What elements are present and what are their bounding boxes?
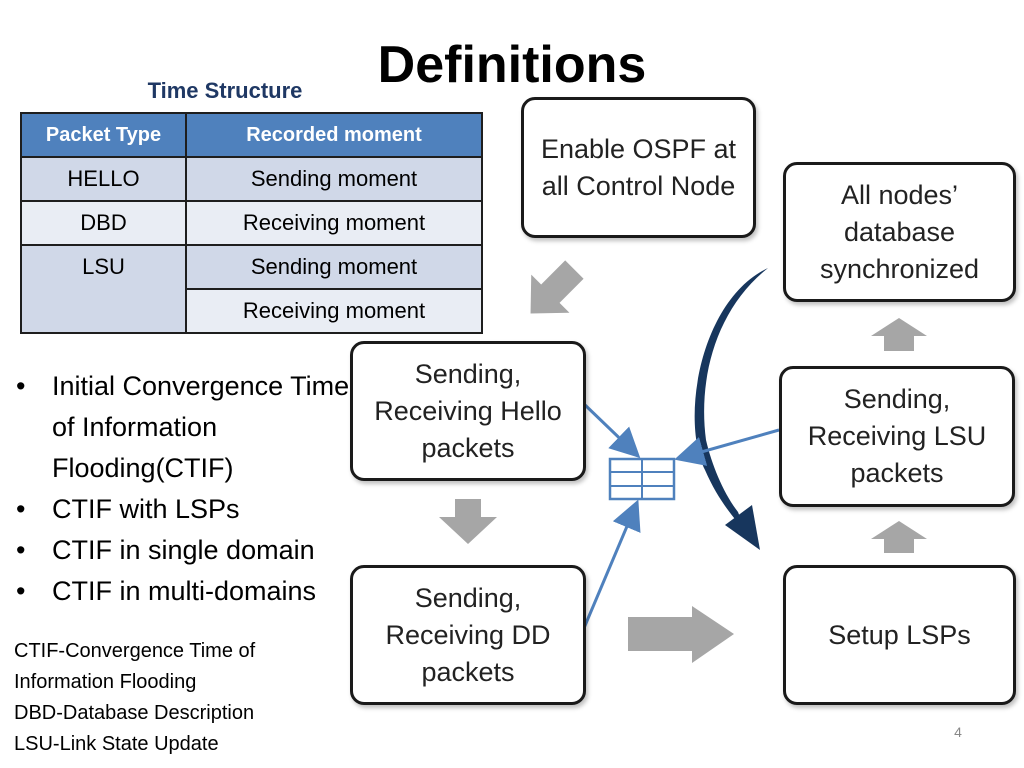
header-packet-type: Packet Type [20,112,187,158]
cell-packet-type: LSU [20,244,187,334]
bullet-item: Initial Convergence Time of Information … [14,366,362,489]
cell-packet-type: HELLO [20,156,187,202]
table-row: LSU Sending moment [20,244,483,334]
footnote: LSU-Link State Update [14,733,219,755]
cell-packet-type: DBD [20,200,187,246]
table-row: HELLO Sending moment [20,156,483,202]
page-number: 4 [954,724,962,740]
footnote: DBD-Database Description [14,702,255,724]
cell-recorded-moment: Receiving moment [185,200,483,246]
block-arrow-lsu-to-synced [871,318,927,351]
curved-arrow-synced-to-setup [694,268,768,550]
block-arrow-dd-to-setup [628,606,734,663]
cell-recorded-moment: Sending moment [185,156,483,202]
cell-recorded-moment: Receiving moment [185,288,483,334]
block-arrow-setup-to-lsu [871,521,927,553]
node-label: Enable OSPF at all Control Node [540,133,737,201]
node-lsu-packets: Sending, Receiving LSU packets [779,366,1015,507]
node-enable-ospf: Enable OSPF at all Control Node [521,97,756,238]
connector-dd-to-db [582,499,641,629]
node-setup-lsps: Setup LSPs [783,565,1016,705]
bullet-item: CTIF in multi-domains [14,571,374,612]
bullet-item: CTIF in single domain [14,530,374,571]
table-row: Receiving moment [21,288,483,334]
footnote: CTIF-Convergence Time of Information Flo… [14,640,256,693]
node-database-synchronized: All nodes’ database synchronized [783,162,1016,302]
bullet-list: Initial Convergence Time of Information … [14,366,374,612]
slide-title: Definitions [377,36,647,94]
footnotes: CTIF-Convergence Time of Information Flo… [14,636,344,760]
node-label: Sending, Receiving DD packets [385,582,551,687]
node-label: Sending, Receiving LSU packets [807,384,987,488]
node-label: Setup LSPs [828,619,971,650]
node-label: All nodes’ database synchronized [819,179,980,284]
node-dd-packets: Sending, Receiving DD packets [350,565,586,705]
block-arrow-enable-to-hello [530,260,584,314]
table-header-row: Packet Type Recorded moment [20,112,483,158]
block-arrow-hello-to-dd [439,499,497,544]
bullet-item: CTIF with LSPs [14,489,374,530]
table-caption: Time Structure [147,78,303,103]
time-structure-table: Packet Type Recorded moment HELLO Sendin… [20,112,483,334]
header-recorded-moment: Recorded moment [185,112,483,158]
database-table-icon [608,457,676,501]
cell-recorded-moment: Sending moment [185,244,483,290]
connector-lsu-to-db [674,428,780,466]
node-hello-packets: Sending, Receiving Hello packets [350,341,586,481]
table-row: DBD Receiving moment [20,200,483,246]
connector-hello-to-db [582,402,641,459]
node-label: Sending, Receiving Hello packets [374,358,562,463]
